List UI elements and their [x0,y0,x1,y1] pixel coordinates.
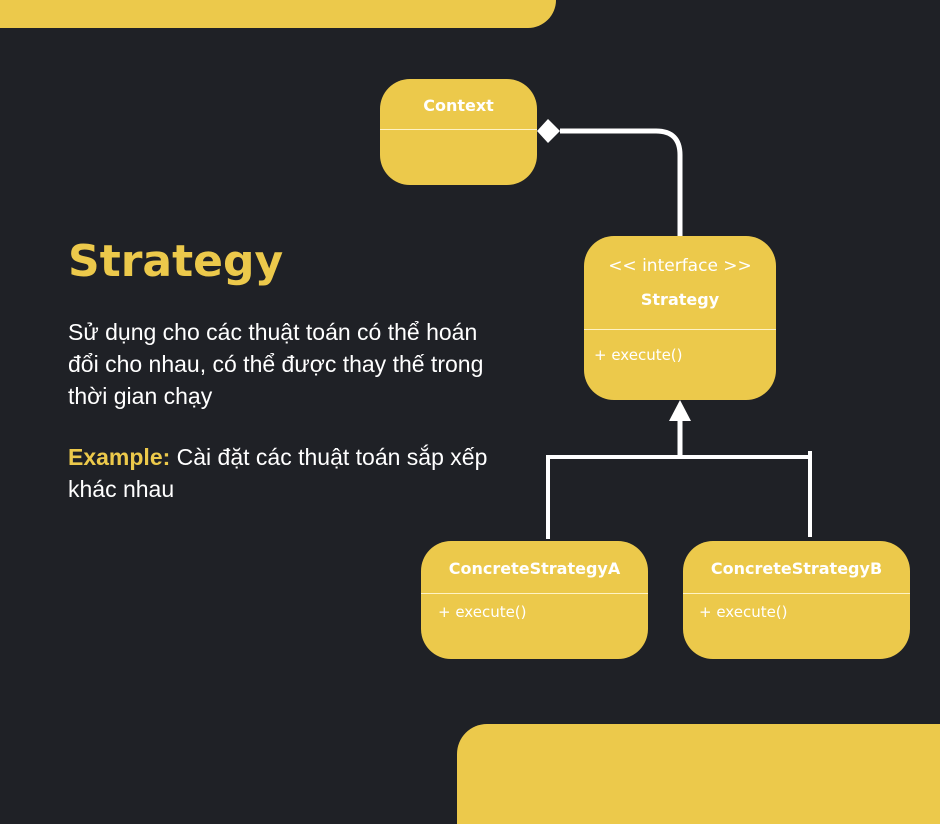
concrete-a-divider [421,593,648,594]
realization-arrowhead [669,400,691,421]
composition-diamond [537,119,560,143]
example-body: Cài đặt các thuật toán sắp xếp khác nhau [68,444,488,502]
concrete-strategy-a-box: ConcreteStrategyA + execute() [421,541,648,659]
composition-line [560,128,683,236]
concrete-a-class-name: ConcreteStrategyA [448,559,621,578]
page-title: Strategy [68,236,284,287]
concrete-a-method: + execute() [438,603,527,621]
uml-connectors [537,119,812,539]
pattern-description: Sử dụng cho các thuật toán có thể hoán đ… [68,319,484,409]
strategy-interface-box: << interface >> Strategy + execute() [584,236,776,400]
example-label: Example: [68,444,171,470]
strategy-class-name: Strategy [640,290,720,309]
context-class-name: Context [423,96,494,115]
context-divider [380,129,537,130]
example-text: Example: Cài đặt các thuật toán sắp xếp … [68,441,488,505]
strategy-method: + execute() [594,346,683,364]
concrete-b-class-name: ConcreteStrategyB [710,559,883,578]
strategy-divider [584,329,776,330]
concrete-strategy-b-box: ConcreteStrategyB + execute() [683,541,910,659]
strategy-stereotype: << interface >> [608,256,752,276]
decorative-top-banner [0,0,556,28]
concrete-b-divider [683,593,910,594]
context-class-box: Context [380,79,537,185]
concrete-b-method: + execute() [699,603,788,621]
